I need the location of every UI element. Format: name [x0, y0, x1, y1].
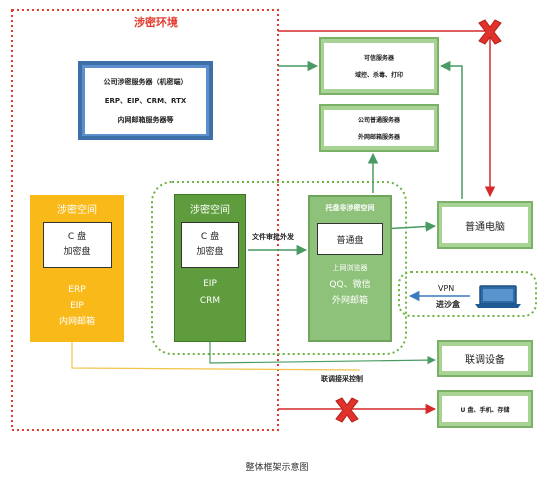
hosted-app: QQ、微信: [329, 280, 371, 290]
green-secret-space: 涉密空间 C 盘 加密盘 EIP CRM: [174, 194, 246, 342]
laptop-icon: [475, 285, 521, 308]
deny-icon: [478, 19, 502, 45]
arrow-pc-to-trusted: [439, 60, 463, 199]
normal-pc: 普通电脑: [437, 201, 533, 249]
yellow-disk-line1: C 盘: [67, 232, 87, 242]
green-zone-apps: EIP CRM: [200, 276, 220, 310]
figure-caption: 整体框架示意图: [245, 463, 309, 473]
company-server-apps: ERP、EIP、CRM、RTX: [104, 96, 187, 105]
vpn-label: VPN: [438, 284, 455, 293]
trusted-server-subtitle: 域控、杀毒、打印: [354, 72, 403, 79]
hosted-app: 外网邮箱: [331, 296, 368, 306]
green-disk-line2: 加密盘: [196, 247, 224, 257]
debug-device-label: 联调设备: [465, 355, 505, 366]
green-zone-disk: C 盘 加密盘: [181, 222, 239, 268]
yellow-disk-line2: 加密盘: [63, 247, 91, 257]
company-server-title: 公司涉密服务器（机密端）: [103, 77, 188, 86]
pc-label: 普通电脑: [465, 221, 505, 233]
storage-label: U 盘、手机、存储: [460, 406, 510, 414]
company-server-mail: 内网邮箱服务器等: [117, 115, 174, 124]
company-secret-server: 公司涉密服务器（机密端） ERP、EIP、CRM、RTX 内网邮箱服务器等: [78, 61, 213, 140]
hosted-zone-browser: 上网浏览器: [332, 264, 368, 272]
sandbox-label: 进沙盒: [436, 300, 460, 309]
yellow-zone-apps: ERP EIP 内网邮箱: [59, 282, 95, 330]
hosted-zone-title: 托盘非涉密空间: [325, 204, 375, 212]
normal-server-subtitle: 外网邮箱服务器: [357, 134, 400, 141]
secret-env-title: 涉密环境: [134, 16, 178, 29]
trusted-server: 可信服务器 域控、杀毒、打印: [319, 37, 439, 95]
debug-control-label: 联调接采控制: [321, 375, 363, 383]
green-app: CRM: [199, 296, 221, 306]
storage-device: U 盘、手机、存储: [437, 390, 533, 428]
trusted-server-title: 可信服务器: [363, 55, 394, 62]
green-disk-line1: C 盘: [200, 232, 220, 242]
yellow-zone-title: 涉密空间: [57, 205, 97, 216]
green-zone-title: 涉密空间: [190, 205, 230, 216]
yellow-secret-space: 涉密空间 C 盘 加密盘 ERP EIP 内网邮箱: [30, 195, 124, 342]
managed-region-frame: [151, 181, 407, 355]
hosted-zone-apps: QQ、微信 外网邮箱: [329, 277, 370, 309]
file-approval-label: 文件审批外发: [252, 233, 294, 241]
yellow-zone-disk: C 盘 加密盘: [42, 222, 112, 268]
yellow-app: EIP: [70, 301, 84, 311]
hosted-nonsecret-space: 托盘非涉密空间 普通盘 上网浏览器 QQ、微信 外网邮箱: [308, 195, 392, 342]
normal-server: 公司普通服务器 外网邮箱服务器: [319, 104, 439, 152]
green-app: EIP: [203, 279, 217, 289]
deny-icon: [335, 397, 359, 423]
arrow-green-to-debug: [209, 342, 436, 365]
normal-server-title: 公司普通服务器: [357, 117, 400, 124]
sandbox-region-frame: [398, 271, 537, 317]
yellow-app: ERP: [68, 285, 86, 295]
yellow-app: 内网邮箱: [58, 317, 95, 327]
debug-device: 联调设备: [437, 340, 533, 377]
line-yellow-to-debug: [71, 342, 361, 371]
hosted-zone-disk: 普通盘: [317, 223, 383, 255]
secret-env-frame: [11, 9, 279, 431]
